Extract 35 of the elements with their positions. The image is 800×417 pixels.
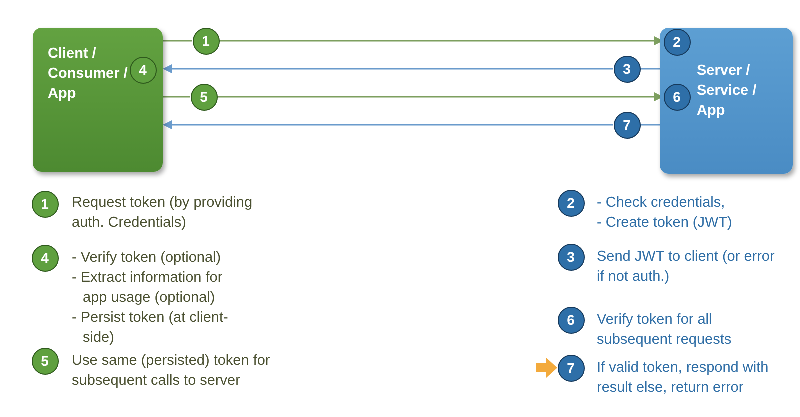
step-number-circle: 2: [664, 28, 690, 56]
step-description: - Check credentials,: [597, 194, 726, 213]
step-number-circle: 3: [558, 244, 584, 270]
step-description: Request token (by providing auth. Credentials): [72, 194, 254, 233]
step-description: Verify token for all subsequent requests: [597, 311, 733, 350]
step-number-circle: 7: [614, 112, 640, 138]
arrow: [163, 64, 614, 74]
step-number-circle: 1: [192, 28, 220, 54]
connector-line: [640, 124, 660, 126]
connector-line: [640, 68, 660, 70]
connector-line: [163, 40, 192, 42]
step-number-circle: 1: [32, 190, 58, 218]
step-description: - Persist token (at client-side): [72, 309, 230, 348]
step-description: - Create token (JWT): [597, 214, 734, 233]
step-number-circle: 5: [32, 348, 58, 374]
step-description: - Extract information for app usage (optional): [72, 269, 224, 308]
step-description: Send JWT to client (or error if not auth.): [597, 248, 776, 287]
step-description: - Verify token (optional): [72, 249, 222, 268]
box-title: Server / Service / App: [697, 62, 758, 121]
arrow: [163, 120, 614, 130]
step-number-circle: 5: [190, 84, 218, 110]
step-number-circle: 2: [558, 190, 584, 216]
step-number-circle: 3: [614, 56, 640, 82]
connector-line: [163, 96, 190, 98]
step-number-circle: 7: [558, 354, 584, 382]
box-title: Client / Consumer / App: [48, 45, 129, 104]
step-number-circle: 6: [558, 306, 584, 334]
actor-box: [33, 28, 163, 172]
actor-box: [660, 28, 793, 174]
step-number-circle: 4: [32, 244, 58, 272]
step-number-circle: 6: [664, 84, 690, 110]
step-description: If valid token, respond with result else, return error: [597, 359, 770, 398]
step-number-circle: 4: [130, 56, 156, 84]
pointer-arrow: [536, 358, 558, 378]
step-description: Use same (persisted) token for subsequent calls to server: [72, 352, 272, 391]
